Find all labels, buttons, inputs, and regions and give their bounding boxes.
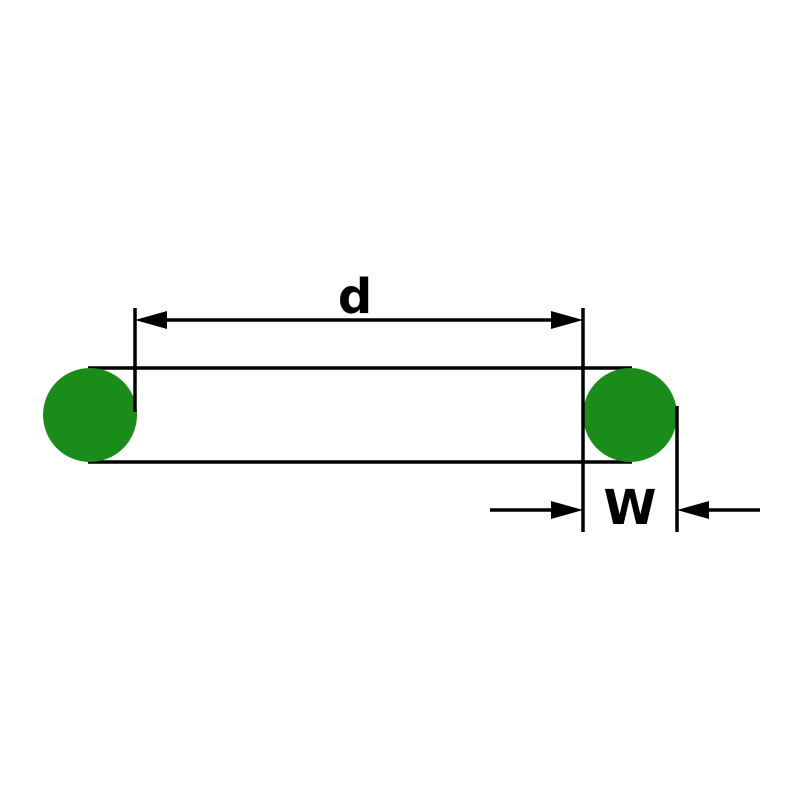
cross-section-width-label: W [604,480,657,536]
oring-right-cross-section-circle [583,368,677,462]
w-dimension-right-arrowhead-icon [677,501,709,519]
oring-left-cross-section-circle [43,368,137,462]
inner-diameter-label: d [338,269,372,325]
d-dimension-right-arrowhead-icon [551,311,583,329]
w-dimension-left-arrowhead-icon [551,501,583,519]
d-dimension-left-arrowhead-icon [135,311,167,329]
